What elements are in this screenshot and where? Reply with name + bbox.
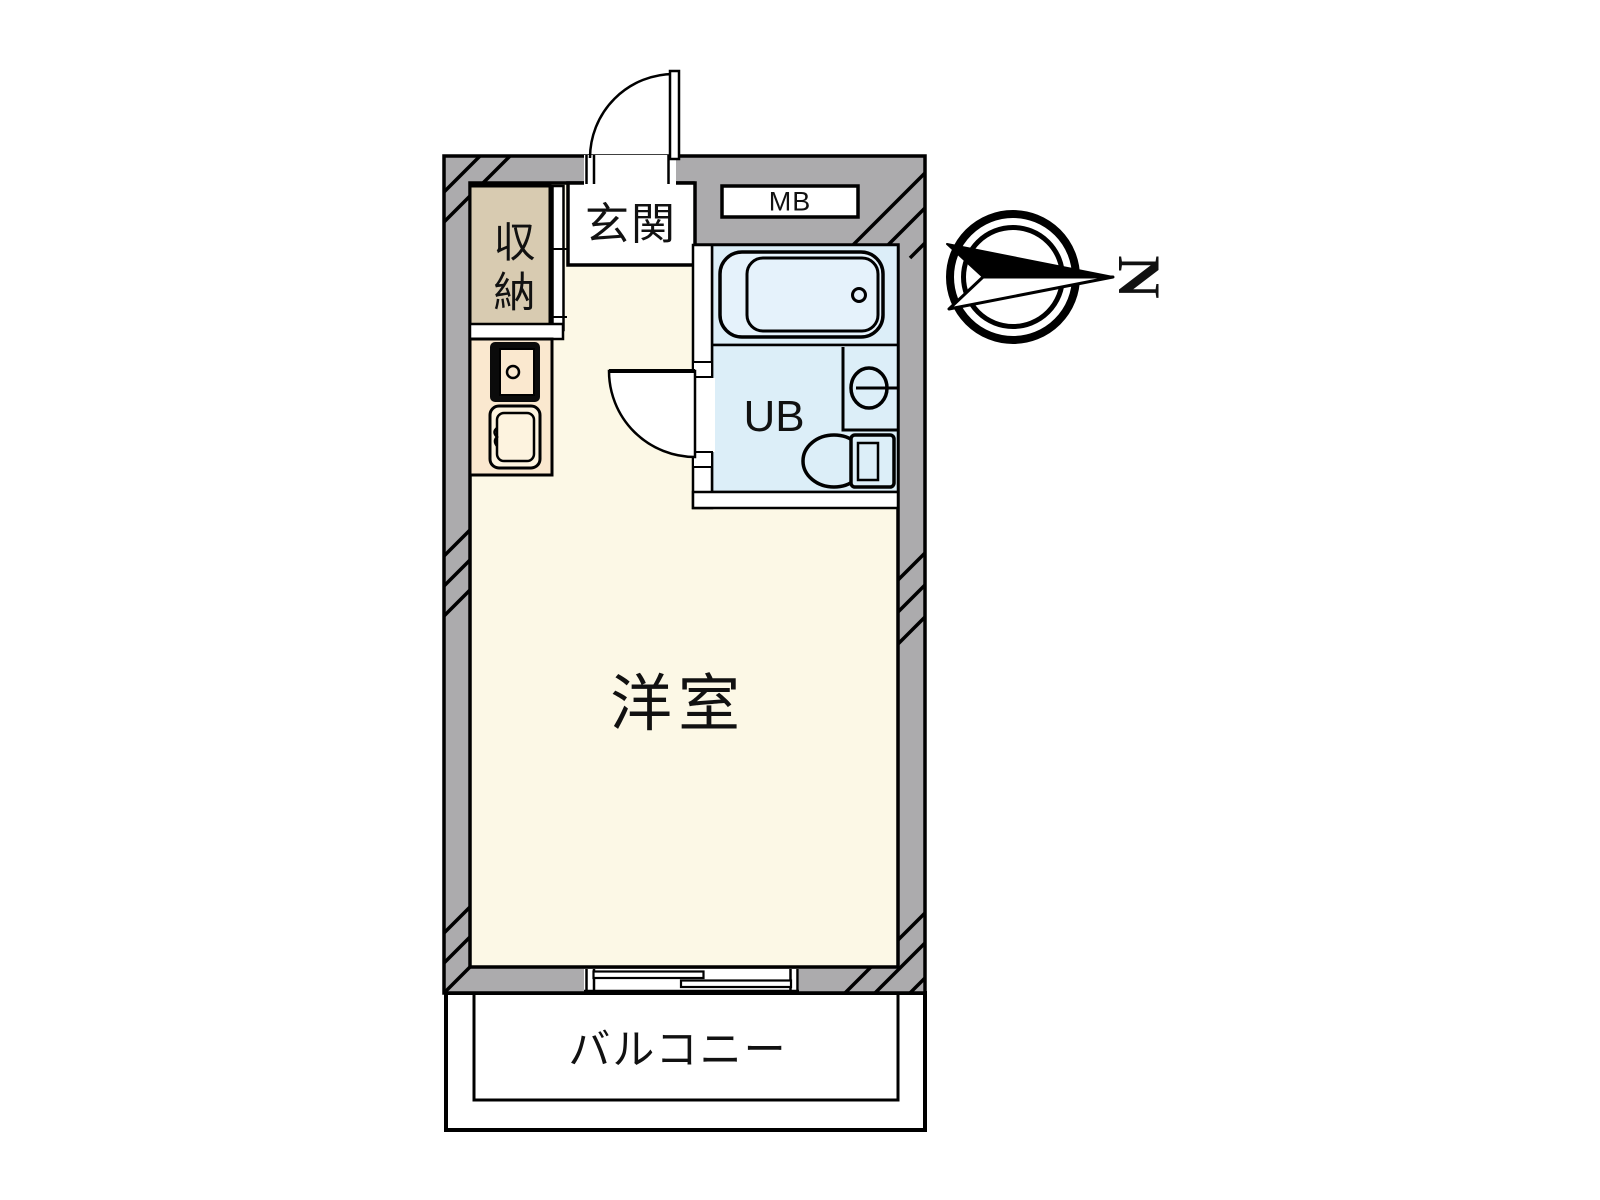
bathtub xyxy=(718,250,885,339)
bathtub-drain xyxy=(851,287,867,303)
entrance-door-leaf xyxy=(668,69,681,161)
kitchen-stove xyxy=(490,342,540,402)
kitchen-area xyxy=(468,322,565,477)
main-room-label: 洋室 xyxy=(609,670,747,739)
balcony-area xyxy=(444,991,927,1132)
entrance-label: 玄関 xyxy=(585,200,677,249)
compass xyxy=(946,210,1115,344)
toilet xyxy=(801,433,896,489)
compass-north-label: N xyxy=(1106,255,1172,299)
entrance-genkan xyxy=(566,181,697,267)
balcony-label: バルコニー xyxy=(568,1026,788,1073)
entrance-door-swing-arc xyxy=(588,72,675,159)
closet-door xyxy=(549,184,567,332)
unit-bath-label: UB xyxy=(743,392,805,441)
meter-box-label: MB xyxy=(768,186,812,217)
entrance-swing-door xyxy=(584,69,681,185)
kitchen-upper-cabinet xyxy=(468,322,565,341)
kitchen-sink xyxy=(488,404,542,470)
sliding-window-to-balcony xyxy=(584,965,799,994)
unit-bath-block xyxy=(607,243,900,510)
balcony-outline xyxy=(444,991,927,1132)
washbasin-partition xyxy=(841,347,898,432)
balcony-inner-rail xyxy=(472,993,900,1102)
window-right-panel xyxy=(679,979,793,989)
washbasin xyxy=(849,366,897,410)
storage-closet xyxy=(468,184,552,328)
bath-door-swing-arc xyxy=(607,369,697,459)
compass-needle-light xyxy=(947,275,1115,311)
window-left-panel xyxy=(592,970,705,980)
bath-swing-door xyxy=(607,369,697,459)
unit-bath-bottom-wall xyxy=(691,490,900,510)
meter-box xyxy=(720,184,860,219)
storage-label: 収納 xyxy=(488,220,535,320)
